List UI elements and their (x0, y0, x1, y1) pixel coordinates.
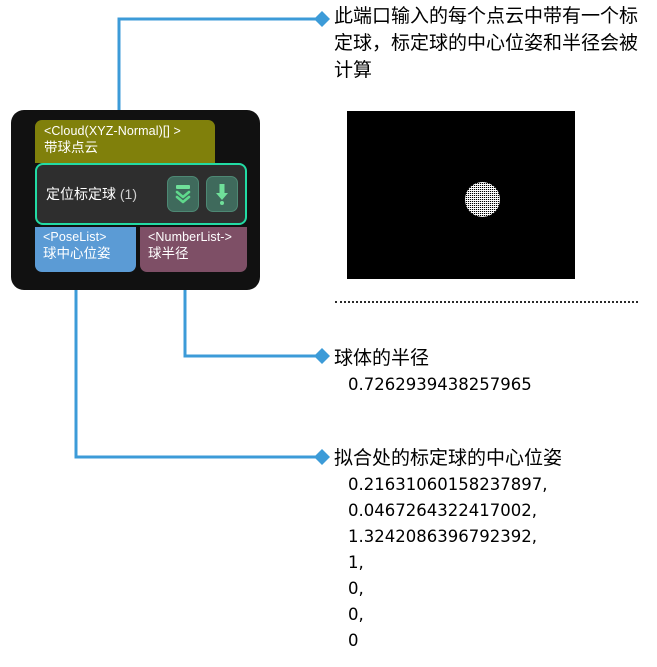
note-pose-heading: 拟合处的标定球的中心位姿 (334, 447, 563, 469)
node-output-port-pose[interactable]: <PoseList> 球中心位姿 (35, 227, 136, 272)
diamond-marker-note-radius (314, 348, 330, 364)
connector-pose-note (68, 272, 330, 465)
arrow-down-dot-glyph (216, 184, 228, 205)
note-input-heading: 此端口输入的每个点云中带有一个标定球，标定球的中心位姿和半径会被计算 (334, 5, 639, 81)
output-radius-type-label: <NumberList-> (148, 230, 232, 244)
section-divider (335, 301, 638, 303)
diamond-marker-note-input (314, 11, 330, 27)
point-cloud-preview (347, 111, 575, 279)
note-radius-output: 球体的半径 0.7262939438257965 (334, 345, 644, 398)
note-pose-value: 0.21631060158237897, 0.0467264322417002,… (348, 475, 548, 650)
node-body[interactable]: 定位标定球 (1) (35, 163, 247, 225)
node-title: 定位标定球 (1) (37, 184, 167, 204)
calibration-sphere-render (465, 182, 500, 217)
collapse-double-chevron-icon[interactable] (167, 176, 199, 212)
input-port-type-label: <Cloud(XYZ-Normal)[] > (44, 124, 181, 138)
note-input-description: 此端口输入的每个点云中带有一个标定球，标定球的中心位姿和半径会被计算 (334, 3, 654, 84)
node-input-port-cloud[interactable]: <Cloud(XYZ-Normal)[] > 带球点云 (35, 120, 215, 163)
input-port-name-label: 带球点云 (44, 140, 98, 155)
diamond-marker-note-pose (314, 449, 330, 465)
graph-node[interactable]: <Cloud(XYZ-Normal)[] > 带球点云 定位标定球 (1) <P… (11, 110, 260, 290)
note-radius-value: 0.7262939438257965 (348, 375, 532, 394)
note-pose-output: 拟合处的标定球的中心位姿 0.21631060158237897, 0.0467… (334, 445, 644, 654)
node-title-text: 定位标定球 (46, 186, 116, 202)
note-radius-heading: 球体的半径 (334, 347, 430, 369)
download-arrow-icon[interactable] (206, 176, 238, 212)
double-chevron-down-glyph (175, 185, 191, 204)
node-instance-count: (1) (119, 186, 138, 202)
output-pose-name-label: 球中心位姿 (43, 246, 111, 261)
node-output-port-radius[interactable]: <NumberList-> 球半径 (140, 227, 247, 272)
output-pose-type-label: <PoseList> (43, 230, 107, 244)
output-radius-name-label: 球半径 (148, 246, 189, 261)
node-output-ports: <PoseList> 球中心位姿 <NumberList-> 球半径 (35, 227, 247, 272)
